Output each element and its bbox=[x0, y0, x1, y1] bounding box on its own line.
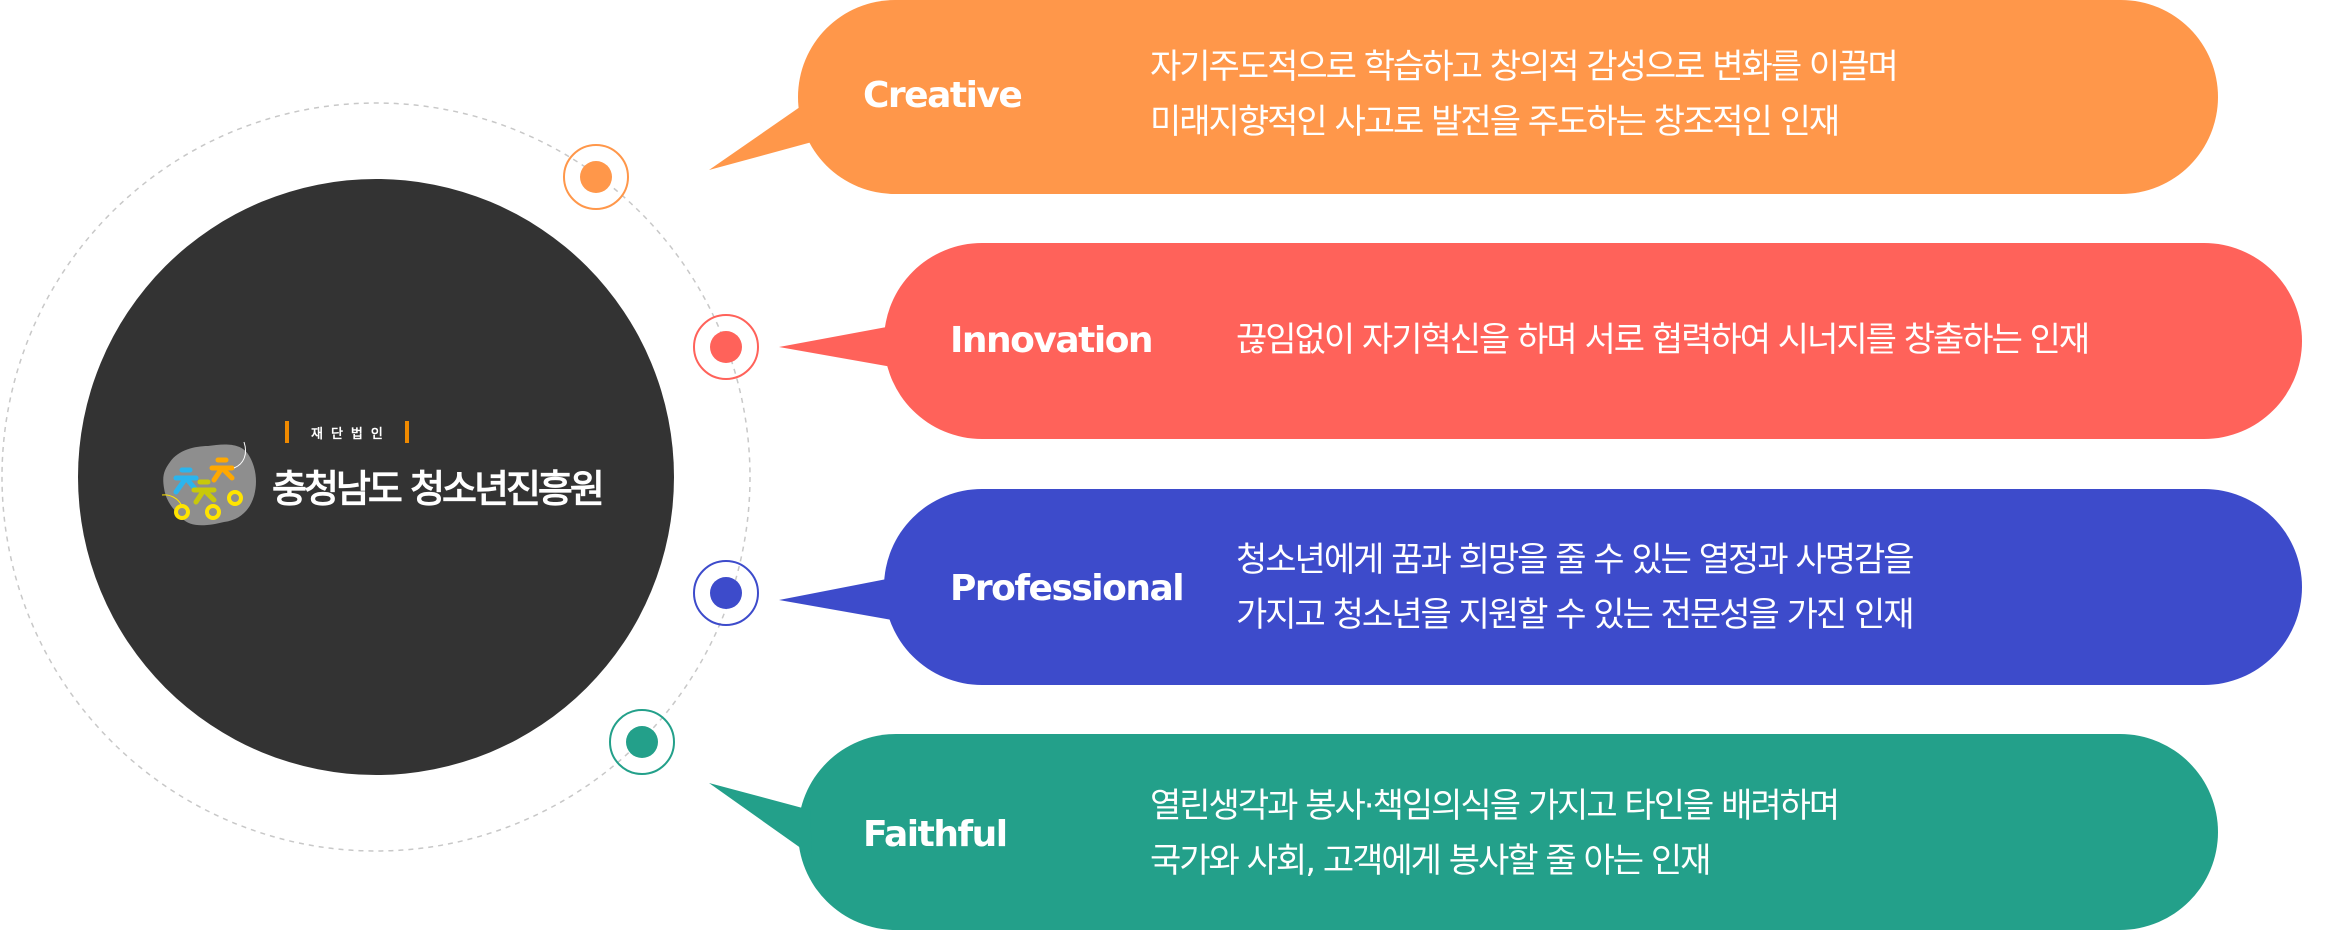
desc-line: 열린생각과 봉사·책임의식을 가지고 타인을 배려하며 bbox=[1150, 786, 1840, 826]
orbit-ring bbox=[1, 102, 751, 852]
node-creative bbox=[563, 144, 629, 210]
desc-line: 끊임없이 자기혁신을 하며 서로 협력하여 시너지를 창출하는 인재 bbox=[1236, 320, 2090, 360]
bubble-faithful bbox=[709, 734, 2218, 930]
bubble-creative bbox=[709, 0, 2218, 194]
value-desc-faithful: 열린생각과 봉사·책임의식을 가지고 타인을 배려하며 국가와 사회, 고객에게… bbox=[1150, 779, 1840, 889]
value-desc-innovation: 끊임없이 자기혁신을 하며 서로 협력하여 시너지를 창출하는 인재 bbox=[1236, 313, 2090, 368]
bubble-innovation bbox=[779, 243, 2302, 439]
desc-line: 자기주도적으로 학습하고 창의적 감성으로 변화를 이끌며 bbox=[1150, 47, 1899, 87]
node-innovation bbox=[693, 314, 759, 380]
value-label-faithful: Faithful bbox=[863, 814, 1008, 855]
prefix-bar-right bbox=[404, 421, 409, 443]
bubble-professional bbox=[779, 489, 2302, 685]
value-desc-creative: 자기주도적으로 학습하고 창의적 감성으로 변화를 이끌며 미래지향적인 사고로… bbox=[1150, 40, 1899, 150]
desc-line: 가지고 청소년을 지원할 수 있는 전문성을 가진 인재 bbox=[1236, 595, 1915, 635]
logo-mark-icon bbox=[161, 441, 256, 526]
desc-line: 미래지향적인 사고로 발전을 주도하는 창조적인 인재 bbox=[1150, 102, 1840, 142]
node-professional bbox=[693, 560, 759, 626]
center-circle bbox=[78, 179, 674, 775]
organization-prefix: 재단법인 bbox=[311, 426, 391, 442]
prefix-bar-left bbox=[285, 421, 289, 443]
value-label-creative: Creative bbox=[863, 75, 1023, 116]
desc-line: 국가와 사회, 고객에게 봉사할 줄 아는 인재 bbox=[1150, 841, 1711, 881]
logo-prefix: 재단법인 bbox=[285, 421, 409, 443]
organization-name: 충청남도 청소년진흥원 bbox=[272, 467, 605, 511]
value-label-innovation: Innovation bbox=[950, 320, 1154, 361]
organization-logo: 재단법인 충청남도 청소년진흥원 bbox=[160, 418, 610, 528]
value-label-professional: Professional bbox=[950, 568, 1185, 609]
value-desc-professional: 청소년에게 꿈과 희망을 줄 수 있는 열정과 사명감을 가지고 청소년을 지원… bbox=[1236, 533, 1915, 643]
node-faithful bbox=[609, 709, 675, 775]
desc-line: 청소년에게 꿈과 희망을 줄 수 있는 열정과 사명감을 bbox=[1236, 540, 1915, 580]
